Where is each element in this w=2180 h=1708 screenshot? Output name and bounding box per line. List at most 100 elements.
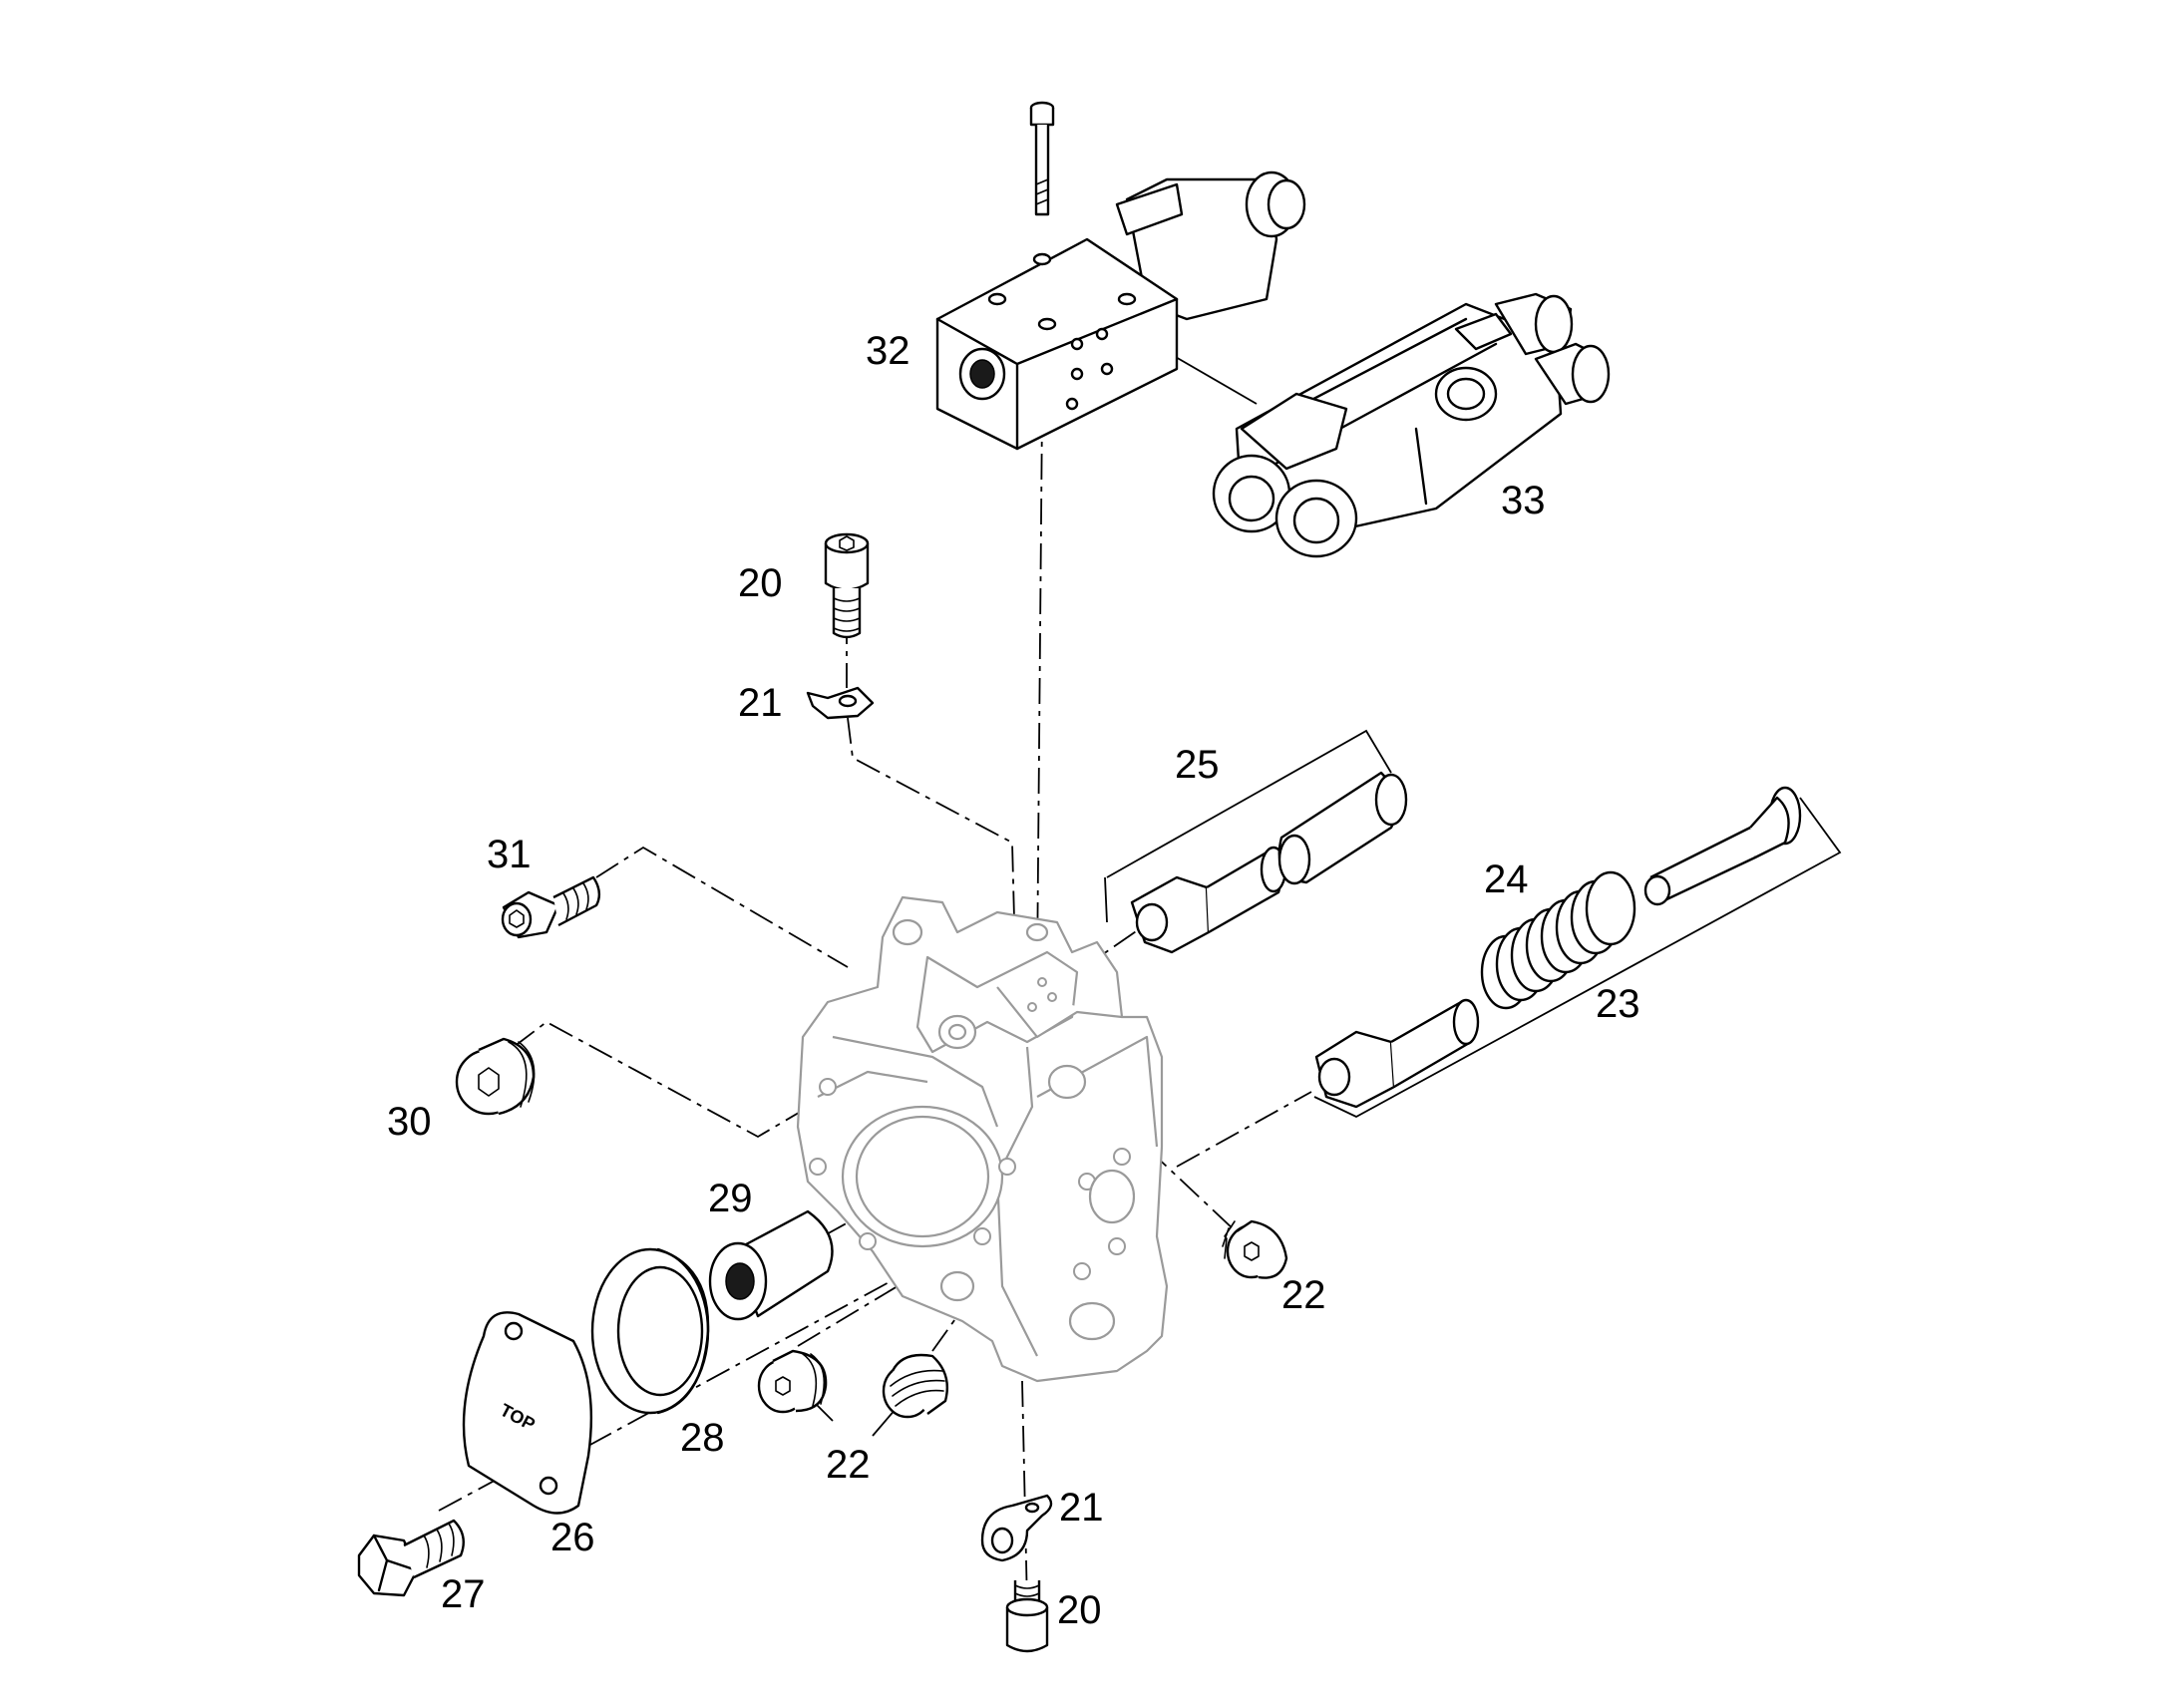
callout-labels: 32 33 20 21 25 31 24 23 30 29 22 28 22 2… xyxy=(387,329,1640,1632)
screw-27-head-edges xyxy=(372,1534,419,1592)
block-hole xyxy=(987,292,1007,306)
block-side-hole xyxy=(1065,397,1079,411)
housing-small-hole xyxy=(1027,1002,1037,1012)
spool-nose xyxy=(1135,902,1169,942)
valve-housing xyxy=(796,895,1169,1383)
seal-inner xyxy=(616,1265,704,1397)
housing-hole xyxy=(998,1158,1016,1176)
screw-thread xyxy=(833,597,861,632)
solenoid-connector-a xyxy=(1240,392,1348,471)
block-port-inner xyxy=(969,359,995,389)
callout-21-top: 21 xyxy=(738,681,783,725)
housing-port xyxy=(1088,1169,1136,1224)
part-25-valve-spool xyxy=(1130,771,1408,954)
screw-31-shank xyxy=(552,875,601,927)
spool23-nose xyxy=(1317,1057,1351,1097)
housing-bore-ring xyxy=(855,1115,990,1238)
solenoid-center-cap-inner xyxy=(1446,377,1486,411)
solenoid-port-right-inner xyxy=(1292,497,1340,544)
socket-hex xyxy=(839,535,855,551)
pin-head-neck xyxy=(1749,796,1790,859)
callout-29: 29 xyxy=(708,1177,753,1220)
assembly-brackets xyxy=(1104,729,1842,1119)
plug-22a-thread xyxy=(802,1353,826,1407)
axis-line-22-lower xyxy=(931,1315,958,1352)
housing-small-hole xyxy=(1037,977,1047,987)
plug-22b-thread xyxy=(890,1369,945,1407)
block-outline xyxy=(935,237,1179,451)
housing-hole xyxy=(973,1227,991,1245)
part-29-piston xyxy=(708,1209,834,1321)
housing-hole xyxy=(1113,1148,1131,1166)
part-20-bottom-screw xyxy=(1005,1580,1049,1653)
block-hole xyxy=(1117,292,1137,306)
plug-22r-socket xyxy=(1244,1241,1260,1261)
seal-thickness xyxy=(656,1247,710,1415)
sleeve-front xyxy=(1277,834,1311,885)
part-24-spring xyxy=(1480,870,1636,1010)
callout-22-bottom: 22 xyxy=(826,1443,871,1487)
part-21-bottom-washer xyxy=(980,1494,1053,1562)
callout-32: 32 xyxy=(866,329,910,373)
solenoid-coil-top-end xyxy=(1534,294,1574,354)
part-22-plug-bottom-right xyxy=(882,1353,949,1419)
part-32-valve-block xyxy=(935,101,1306,451)
block-side-hole xyxy=(1070,337,1084,351)
housing-hole xyxy=(1108,1237,1126,1255)
axis-line-valve xyxy=(1036,408,1043,973)
block-side-hole xyxy=(1100,362,1114,376)
housing-hole xyxy=(1073,1262,1091,1280)
callout-24: 24 xyxy=(1484,857,1529,901)
piston-recess xyxy=(725,1262,755,1300)
washer-hole xyxy=(838,694,858,708)
block-side-hole xyxy=(1070,367,1084,381)
block-hole xyxy=(1032,252,1052,266)
housing-edge-a xyxy=(996,986,1123,1039)
plug-30-socket xyxy=(478,1067,500,1097)
washer-bottom-hole xyxy=(990,1527,1014,1554)
screw-27-shank xyxy=(403,1519,465,1579)
housing-port-inner xyxy=(947,1023,967,1041)
block-side-hole xyxy=(1095,327,1109,341)
pin-front xyxy=(1643,874,1671,906)
part-22-plug-bottom-left xyxy=(757,1349,828,1414)
part-28-seal-ring xyxy=(590,1247,710,1415)
part-21-top-washer xyxy=(806,686,875,720)
bracket-23 xyxy=(1313,797,1842,1119)
part-30-plug xyxy=(455,1037,536,1116)
part-31-screw xyxy=(501,875,601,939)
callout-27: 27 xyxy=(441,1572,486,1616)
part-23-valve-assembly xyxy=(1314,786,1802,1109)
callout-25: 25 xyxy=(1175,743,1220,787)
cover-outline xyxy=(462,1311,593,1515)
axis-line-22-bottom xyxy=(797,1285,899,1347)
washer-bottom-plate xyxy=(980,1494,1053,1562)
callout-33: 33 xyxy=(1501,479,1546,522)
axis-line-20-bottom xyxy=(1021,1380,1028,1606)
callout-20-top: 20 xyxy=(738,561,783,605)
housing-port xyxy=(939,1270,975,1302)
plug-22a-socket xyxy=(775,1376,791,1396)
callout-26: 26 xyxy=(550,1516,595,1559)
valve-screw-thread xyxy=(1035,178,1049,205)
screw-head-top xyxy=(824,532,870,554)
solenoid-plug xyxy=(1454,312,1513,351)
plug-22r-body xyxy=(1236,1219,1288,1279)
callout-21-bottom: 21 xyxy=(1059,1486,1104,1530)
callout-28: 28 xyxy=(680,1416,725,1460)
solenoid-coil-bottom-end xyxy=(1571,344,1611,404)
block-edges xyxy=(935,297,1179,451)
screw-20b-head-top xyxy=(1005,1597,1049,1617)
callout-23: 23 xyxy=(1596,982,1640,1026)
part-22-plug-right xyxy=(1222,1219,1288,1279)
valve-screw-shank xyxy=(1034,125,1050,216)
screw-27-thread xyxy=(423,1523,455,1568)
part-20-top-screw xyxy=(824,532,870,639)
solenoid-port-left-inner xyxy=(1228,475,1275,522)
housing-hole xyxy=(809,1158,827,1176)
callout-30: 30 xyxy=(387,1100,432,1144)
callout-20-bottom: 20 xyxy=(1057,1588,1102,1632)
leader-31 xyxy=(595,846,849,968)
screw-20b-head xyxy=(1005,1605,1049,1653)
